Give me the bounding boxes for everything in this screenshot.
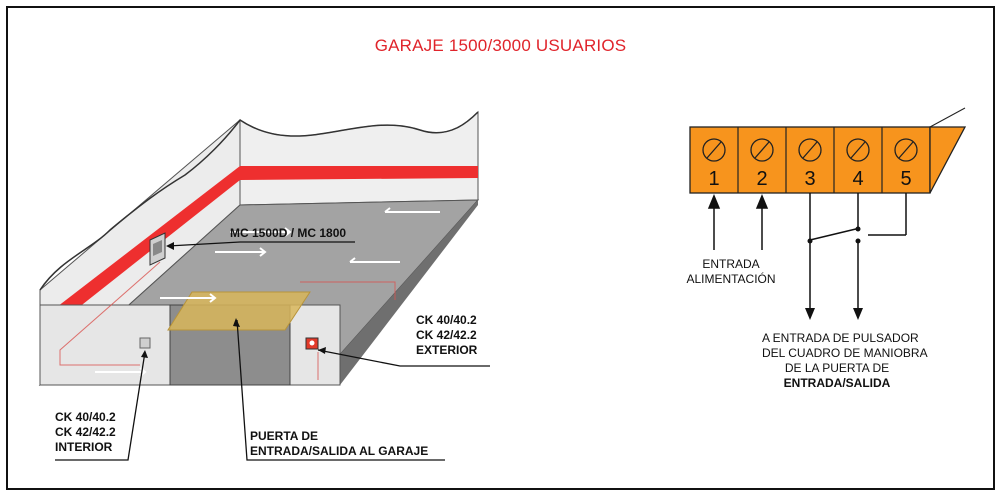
- power-input-label: ENTRADA ALIMENTACIÓN: [676, 257, 786, 287]
- interior-label-line-1: CK 40/40.2: [55, 410, 116, 424]
- red-stripe-back: [240, 166, 478, 180]
- door-label-line-1: PUERTA DE: [250, 429, 319, 443]
- left-wall-torn-edge: [39, 119, 241, 291]
- terminal-block: [689, 107, 967, 194]
- exterior-callout-line: [317, 349, 490, 367]
- exterior-label: CK 40/40.2 CK 42/42.2 EXTERIOR: [416, 313, 477, 358]
- terminal-5-label: 5: [900, 168, 912, 190]
- button-input-label-line-3: DE LA PUERTA DE: [784, 361, 890, 375]
- controller-label: MC 1500D / MC 1800: [230, 226, 347, 240]
- controller-callout-line: [167, 241, 355, 247]
- exterior-label-line-2: CK 42/42.2: [416, 328, 477, 342]
- interior-label-line-2: CK 42/42.2: [55, 425, 116, 439]
- terminal-1-label: 1: [708, 168, 720, 190]
- red-stripe-left: [40, 166, 240, 338]
- door-callout-line: [236, 319, 445, 461]
- exterior-reader: [305, 337, 319, 350]
- interior-label: CK 40/40.2 CK 42/42.2 INTERIOR: [55, 410, 116, 455]
- controller-device: [149, 232, 166, 266]
- button-input-label-line-1: A ENTRADA DE PULSADOR: [762, 331, 919, 345]
- power-input-label-line-1: ENTRADA: [702, 257, 760, 271]
- button-input-label-line-4: ENTRADA/SALIDA: [783, 376, 891, 390]
- power-input-label-line-2: ALIMENTACIÓN: [686, 272, 776, 286]
- door-label: PUERTA DE ENTRADA/SALIDA AL GARAJE: [250, 429, 428, 459]
- floor-side-right: [335, 200, 478, 385]
- door-label-line-2: ENTRADA/SALIDA AL GARAJE: [250, 444, 429, 458]
- button-input-label-line-2: DEL CUADRO DE MANIOBRA: [762, 346, 928, 360]
- door-loop-pad: [167, 291, 311, 331]
- terminal-2-label: 2: [756, 168, 768, 190]
- exterior-label-line-3: EXTERIOR: [416, 343, 478, 357]
- interior-reader: [139, 337, 151, 349]
- back-wall-torn-edge: [239, 111, 479, 137]
- interior-callout-line: [55, 351, 146, 461]
- terminal-3-label: 3: [804, 168, 816, 190]
- interior-label-line-3: INTERIOR: [55, 440, 113, 454]
- exterior-label-line-1: CK 40/40.2: [416, 313, 477, 327]
- button-input-label: A ENTRADA DE PULSADOR DEL CUADRO DE MANI…: [762, 331, 928, 391]
- terminal-4-label: 4: [852, 168, 864, 190]
- diagram-title: GARAJE 1500/3000 USUARIOS: [374, 36, 627, 55]
